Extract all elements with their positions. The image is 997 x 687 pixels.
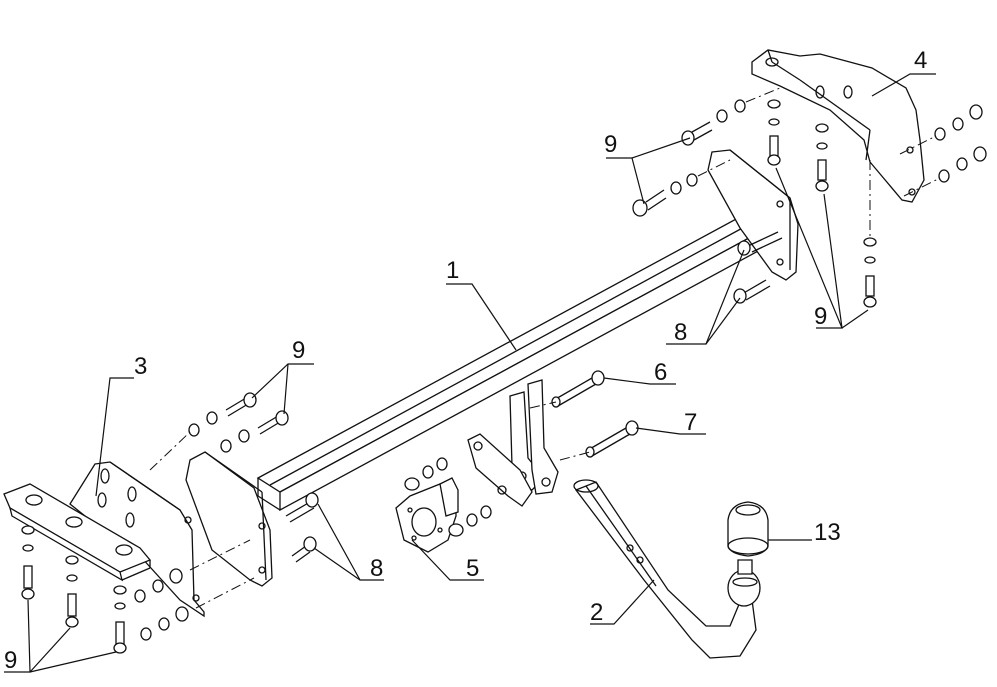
callout-4: 4 — [914, 47, 927, 74]
arm-mount-brackets — [467, 379, 559, 507]
bolts-left-set — [285, 492, 319, 563]
right-side-bracket — [751, 49, 925, 203]
callout-8-left: 8 — [370, 555, 383, 582]
callout-6: 6 — [654, 359, 667, 386]
ball-arm — [573, 479, 761, 659]
callout-2: 2 — [590, 599, 603, 626]
socket-plate — [395, 457, 492, 553]
leader-lines — [4, 73, 936, 673]
callout-9-right-bottom: 9 — [814, 303, 827, 330]
callout-7: 7 — [684, 409, 697, 436]
right-end-plate — [707, 149, 799, 281]
ball-cap — [727, 501, 769, 557]
callout-9-left-top: 9 — [292, 337, 305, 364]
callout-3: 3 — [134, 353, 147, 380]
callout-9-left-bottom: 9 — [4, 647, 17, 674]
callout-5: 5 — [466, 555, 479, 582]
left-end-plate — [185, 451, 273, 587]
callout-13: 13 — [814, 519, 841, 546]
callout-8-right: 8 — [674, 319, 687, 346]
callout-9-right-top: 9 — [604, 131, 617, 158]
fasteners-left — [21, 392, 289, 654]
callout-1: 1 — [446, 257, 459, 284]
bolts-right-set — [733, 231, 783, 304]
arm-bolts — [529, 370, 639, 461]
fasteners-right-top — [632, 87, 987, 308]
